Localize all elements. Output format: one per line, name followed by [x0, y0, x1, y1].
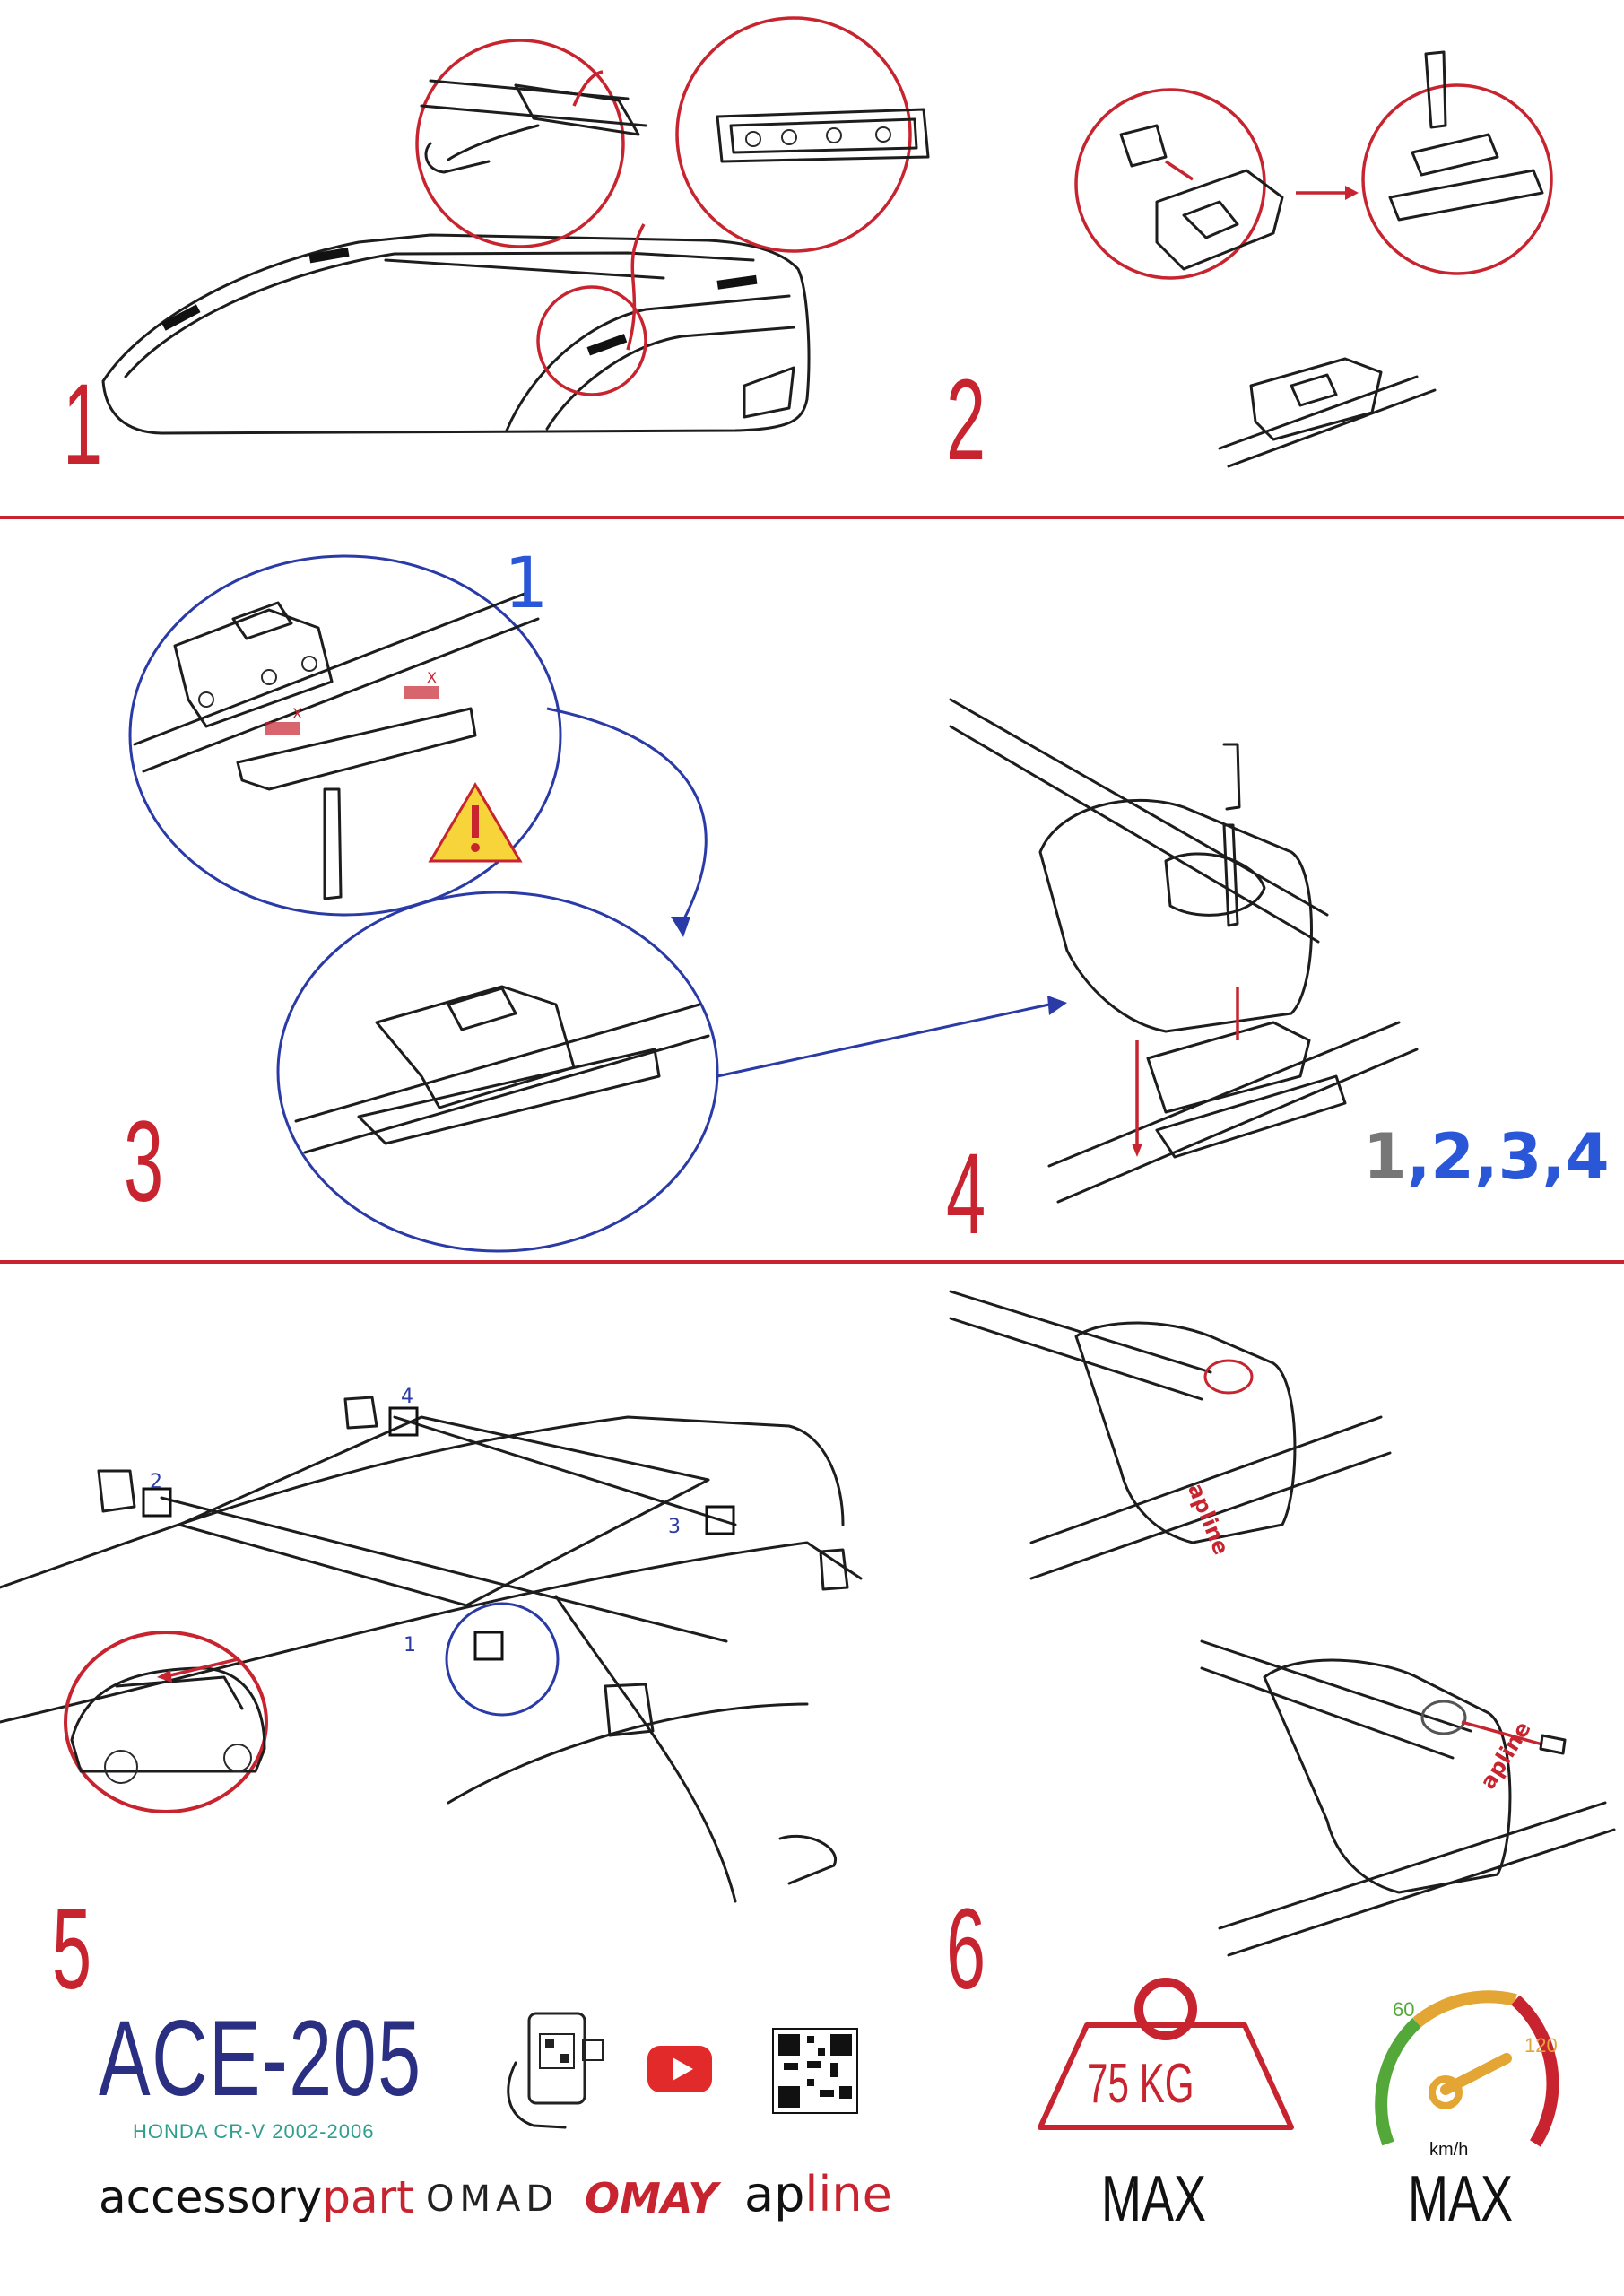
max-weight-value: 75 KG [1087, 2053, 1194, 2115]
step-number-6: 6 [946, 1885, 986, 2013]
qr-code-icon[interactable] [772, 2028, 858, 2114]
callout-1: 1 [404, 1634, 416, 1657]
callout-4: 4 [401, 1386, 413, 1408]
brand-omay: OMAY [585, 2174, 718, 2222]
brand-omad: OMAD [426, 2179, 560, 2220]
phone-qr-scan-icon [507, 2012, 604, 2129]
step3-sub-label: 1 [504, 544, 549, 624]
brand-accessorypart: accessorypart [99, 2175, 414, 2220]
youtube-play-icon[interactable] [647, 2046, 712, 2092]
step-number-4: 4 [946, 1130, 986, 1258]
step-number-5: 5 [52, 1885, 92, 2013]
max-speed-label: MAX [1408, 2163, 1514, 2235]
brand-accessory-text: accessory [99, 2171, 323, 2223]
section-divider-top [0, 516, 1624, 519]
step-number-2: 2 [946, 356, 986, 484]
warning-triangle-icon [428, 782, 523, 863]
tightening-sequence: 1,2,3,4 [1363, 1126, 1610, 1188]
step3-detail-bottom [276, 891, 1067, 1253]
step1-detail-rail-slots [675, 16, 930, 253]
brand-apline: apline [744, 2170, 892, 2219]
step-number-1: 1 [63, 361, 103, 489]
step6-lock-top [949, 1290, 1392, 1580]
section-divider-middle [0, 1260, 1624, 1264]
step2-assembled-bracket [1218, 357, 1437, 468]
step-number-3: 3 [124, 1098, 164, 1226]
sequence-rest: ,2,3,4 [1406, 1120, 1610, 1194]
brand-part-text: part [322, 2171, 414, 2223]
step4-foot-assembly [949, 698, 1419, 1204]
product-code: ACE-205 [99, 1998, 422, 2118]
speed-unit-label: km/h [1429, 2140, 1469, 2160]
step6-lock-bottom [1200, 1639, 1616, 1957]
step2-fitting-kit [1074, 50, 1553, 280]
brand-line-text: line [804, 2166, 892, 2222]
remove-mark-right: X [427, 669, 437, 686]
remove-mark-left: X [292, 705, 302, 722]
max-weight-label: MAX [1101, 2163, 1207, 2235]
sequence-first: 1 [1363, 1120, 1407, 1194]
step1-detail-remove-cover [415, 39, 647, 396]
step1-car-illustration [101, 233, 811, 435]
vehicle-model: HONDA CR-V 2002-2006 [133, 2120, 375, 2143]
step5-front-direction-inset [64, 1631, 268, 1813]
step3-detail-top [128, 554, 708, 937]
weight-icon [1038, 1978, 1294, 2130]
step5-car-roof-bars [0, 1396, 863, 1903]
speedometer-icon [1375, 1990, 1559, 2147]
brand-ap-text: ap [744, 2166, 805, 2222]
speed-low-label: 60 [1393, 1998, 1415, 2021]
speed-high-label: 120 [1524, 2034, 1558, 2057]
callout-2: 2 [150, 1471, 162, 1493]
callout-3: 3 [668, 1516, 681, 1538]
